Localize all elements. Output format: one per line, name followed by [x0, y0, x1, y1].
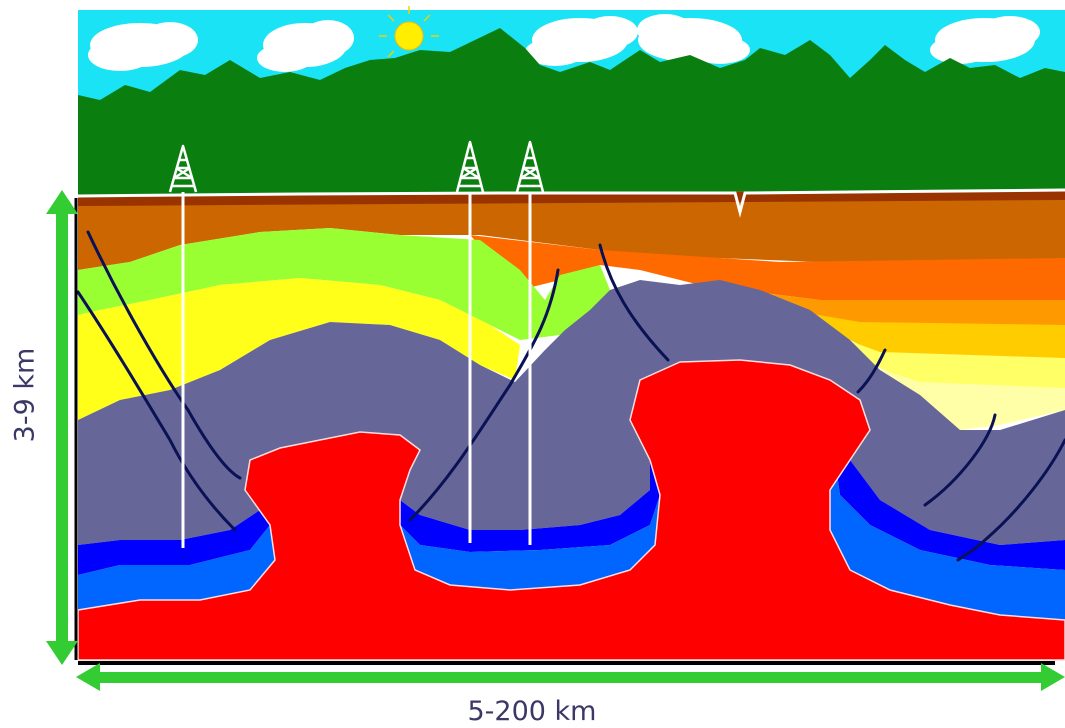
fault-line	[76, 290, 237, 532]
cream-layer	[850, 360, 1065, 430]
fault-line	[923, 413, 997, 507]
surface-line	[77, 188, 1065, 218]
fault-line	[86, 230, 242, 480]
sun-icon	[379, 6, 439, 66]
salt-diapirs	[77, 359, 1065, 661]
drilling-rig-icon	[168, 144, 198, 193]
yellow-orange-layer	[760, 305, 1065, 360]
blue-layer	[400, 495, 660, 590]
width-axis-label: 5-200 km	[467, 696, 597, 727]
drilling-rig-icon	[515, 140, 545, 193]
cloud-icon	[88, 22, 198, 71]
brown-layer	[78, 200, 1065, 270]
light-orange-layer	[700, 285, 1065, 330]
fault-line	[408, 268, 560, 522]
mountain-range	[78, 28, 1065, 195]
yellow-layer	[78, 278, 520, 420]
wells	[181, 192, 532, 548]
fault-line	[598, 243, 670, 362]
darkblue-layer	[400, 460, 660, 552]
gray-layer	[78, 280, 1065, 545]
orange-layer	[470, 235, 1065, 305]
blue-layer	[830, 460, 1065, 620]
darkblue-layer	[78, 490, 270, 575]
width-arrow	[76, 663, 1065, 691]
depth-axis-label: 3-9 km	[9, 347, 41, 443]
cloud-icon	[637, 14, 750, 64]
cloud-icon	[525, 16, 638, 66]
depth-arrow	[46, 190, 78, 665]
faults	[76, 230, 1065, 562]
lightgreen-layer	[78, 228, 610, 340]
darkblue-layer	[835, 460, 1065, 570]
pale-yellow-layer	[820, 330, 1065, 390]
fault-line	[956, 438, 1065, 562]
blue-layer	[78, 525, 275, 610]
drilling-rig-icon	[455, 140, 485, 193]
cloud-icon	[930, 16, 1040, 64]
cloud-icon	[257, 20, 354, 72]
fault-line	[856, 348, 887, 394]
